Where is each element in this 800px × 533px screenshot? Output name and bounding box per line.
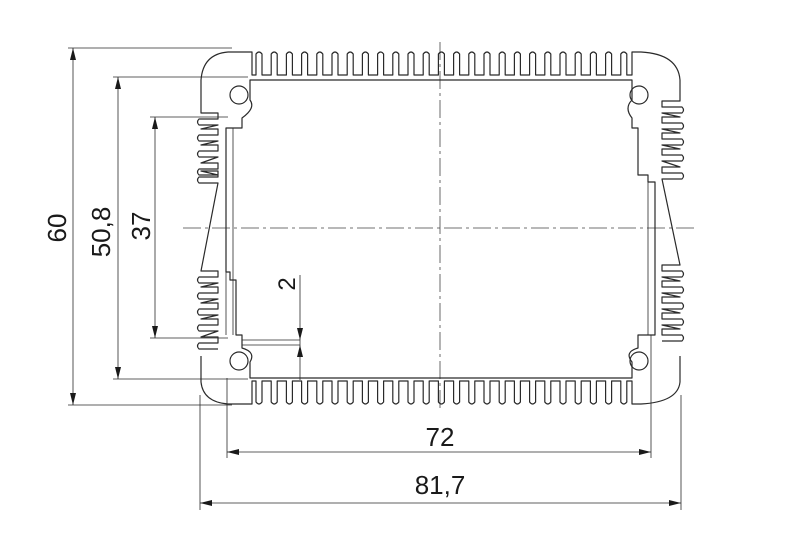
screw-channel-bottom-left — [229, 351, 249, 371]
dimension-gap — [297, 328, 303, 357]
dimension-height-slot — [152, 117, 158, 338]
dimension-width-inner — [227, 449, 651, 455]
label-height-slot: 37 — [126, 212, 156, 241]
bottom-fins — [228, 380, 641, 405]
screw-channel-top-right — [629, 85, 649, 105]
label-gap: 2 — [274, 277, 301, 290]
dimension-height-outer — [70, 48, 76, 405]
profile-outline — [196, 51, 685, 405]
extension-lines — [68, 47, 682, 510]
top-fin-edge — [228, 51, 641, 76]
right-fins — [661, 100, 685, 342]
left-fin-edge — [196, 100, 219, 350]
label-width-inner: 72 — [426, 422, 455, 452]
inner-cavity — [225, 79, 656, 379]
screw-channel-top-left — [229, 85, 249, 105]
dimension-width-outer — [200, 500, 681, 506]
left-fins — [196, 100, 219, 350]
dimension-height-inner — [115, 77, 121, 379]
screw-channel-bottom-right — [629, 351, 649, 371]
label-width-outer: 81,7 — [415, 470, 466, 500]
label-height-outer: 60 — [42, 214, 72, 243]
bottom-fin-edge — [228, 380, 641, 405]
label-height-inner: 50,8 — [86, 207, 116, 258]
right-fin-edge — [661, 100, 685, 342]
top-fins — [228, 51, 641, 76]
